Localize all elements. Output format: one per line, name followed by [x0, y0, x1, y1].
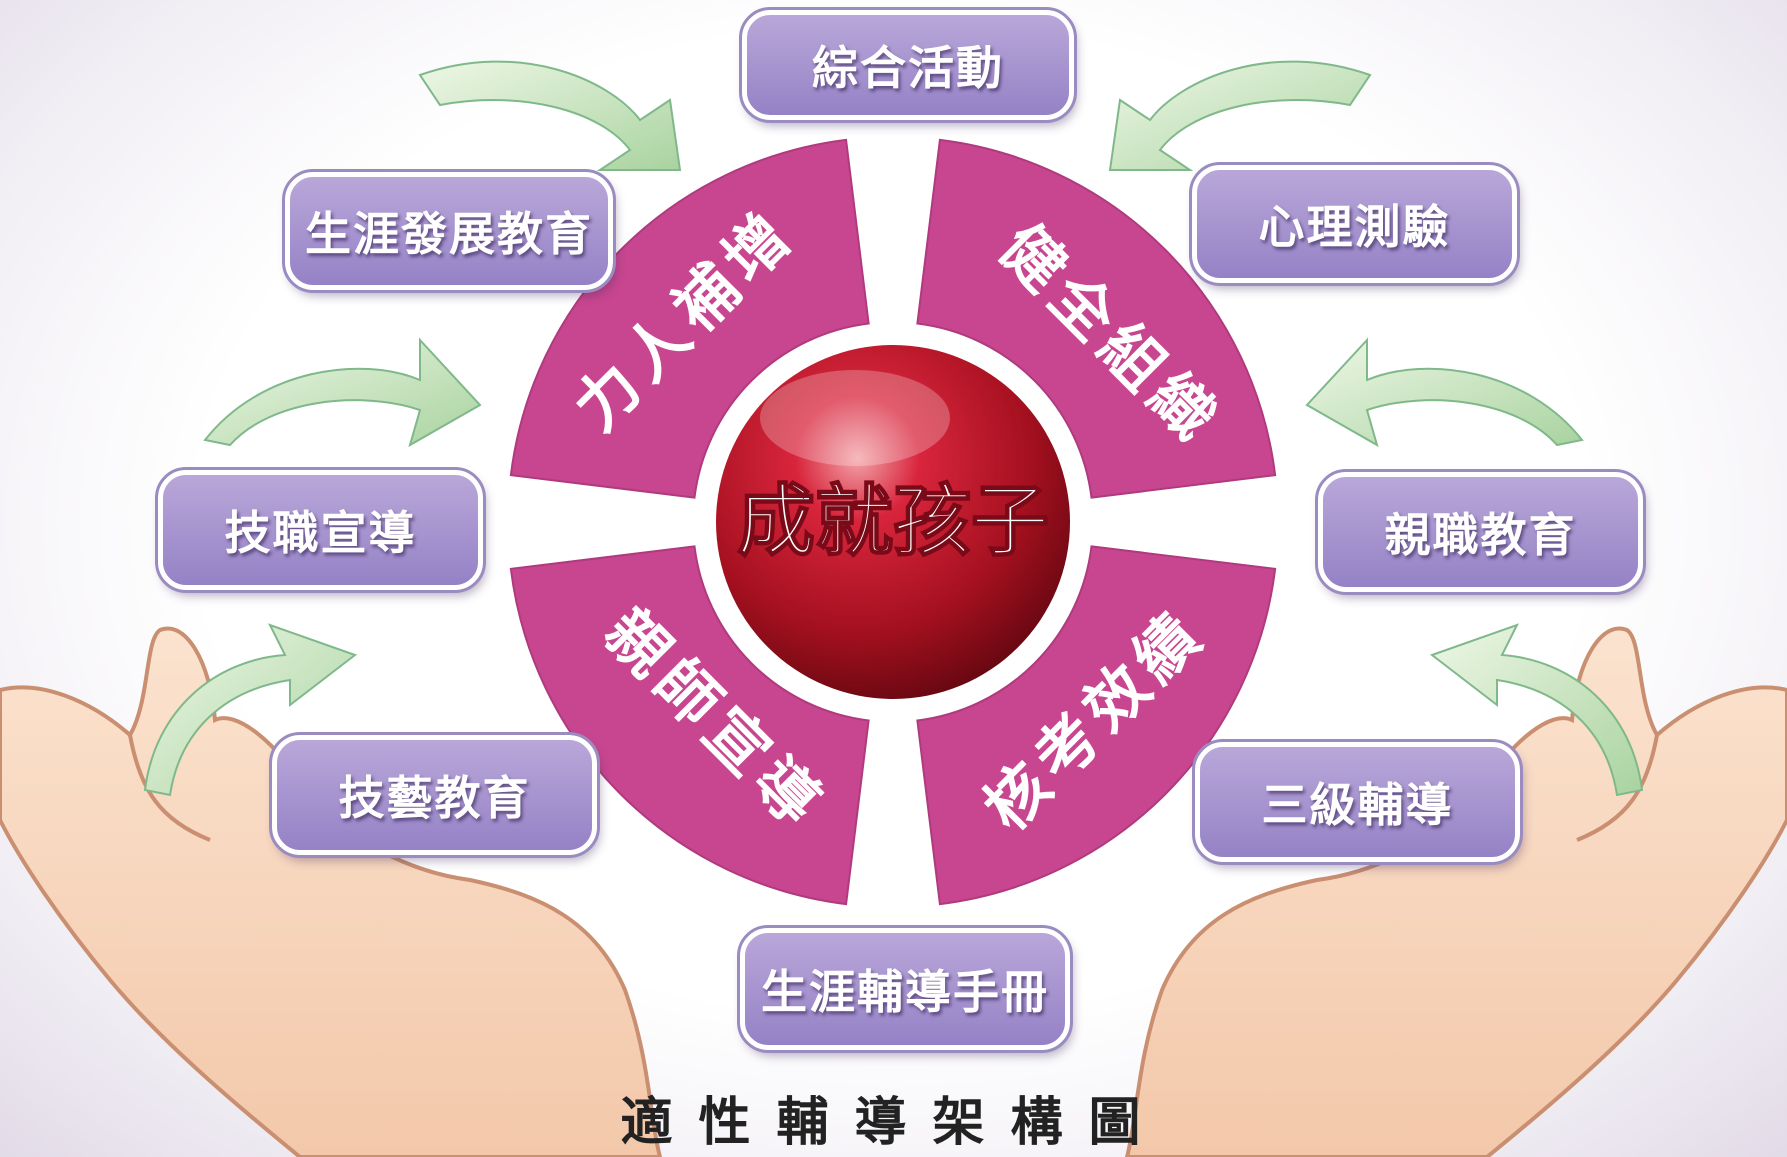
arrow-low-right [1429, 623, 1644, 797]
arrow-mid-left [203, 337, 482, 448]
right-thumb-line [1576, 734, 1659, 842]
quadrant-bottom-right [916, 545, 1277, 906]
arrow-top-left [418, 60, 682, 171]
quadrant-ring [509, 138, 1277, 906]
quadrant-top-right [916, 138, 1277, 499]
box-mid-right: 親職教育 [1315, 469, 1646, 595]
arrow-low-left [143, 623, 358, 797]
arrow-mid-right [1305, 337, 1584, 448]
quadrant-top-left [509, 138, 870, 499]
center-label: 成就孩子 [737, 477, 1049, 567]
quadrant-bottom-left [509, 545, 870, 906]
diagram-caption: 適性輔導架構圖 [620, 1093, 1167, 1153]
box-top: 綜合活動 [739, 7, 1077, 123]
box-mid-left: 技職宣導 [155, 467, 486, 593]
sphere-highlight [760, 370, 950, 466]
box-upper-left: 生涯發展教育 [282, 169, 616, 293]
box-lower-left: 技藝教育 [269, 732, 600, 858]
arrow-top-right [1108, 60, 1372, 171]
box-lower-right: 三級輔導 [1192, 739, 1523, 865]
left-thumb-line [128, 734, 211, 842]
box-upper-right: 心理測驗 [1189, 162, 1520, 286]
box-bottom: 生涯輔導手冊 [737, 925, 1073, 1053]
center-sphere-ball [716, 345, 1070, 699]
